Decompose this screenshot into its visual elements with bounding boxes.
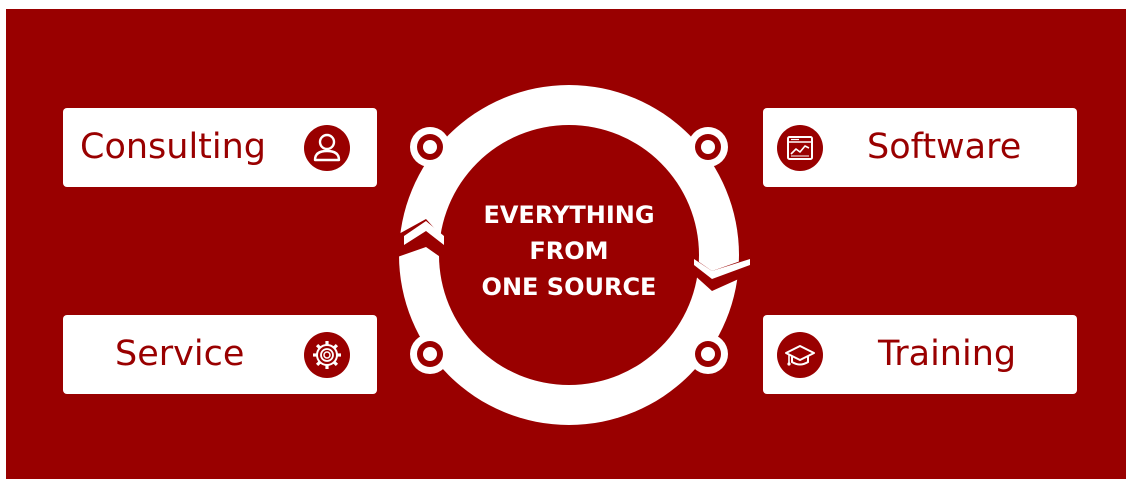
center-title-line-2: FROM (529, 237, 609, 265)
connector-knob-top-left (410, 127, 450, 167)
center-title-line-3: ONE SOURCE (481, 273, 657, 301)
card-training: Training (763, 315, 1077, 394)
card-service: Service (63, 315, 377, 394)
connector-knob-top-right (688, 127, 728, 167)
gear-icon (304, 332, 350, 378)
cycle-ring (386, 85, 752, 425)
card-software-label: Software (867, 127, 1022, 167)
card-software: Software (763, 108, 1077, 187)
center-title: EVERYTHING FROM ONE SOURCE (449, 197, 689, 305)
card-service-label: Service (115, 334, 245, 374)
card-consulting-label: Consulting (80, 127, 267, 167)
card-consulting: Consulting (63, 108, 377, 187)
graduation-cap-icon (777, 332, 823, 378)
card-training-label: Training (878, 334, 1017, 374)
diagram-canvas: EVERYTHING FROM ONE SOURCE Consulting Se… (6, 9, 1126, 479)
connector-knob-bottom-left (410, 334, 450, 374)
center-title-line-1: EVERYTHING (483, 201, 655, 229)
connector-knob-bottom-right (688, 334, 728, 374)
chart-window-icon (777, 125, 823, 171)
person-icon (304, 125, 350, 171)
